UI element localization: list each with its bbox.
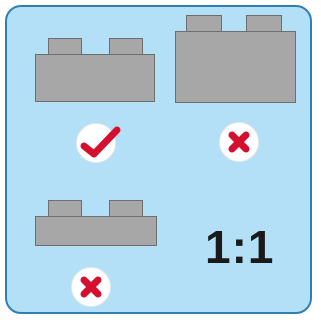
cross-icon [220, 123, 258, 161]
brick-body [175, 31, 296, 103]
check-icon [77, 124, 115, 162]
brick-body [35, 216, 157, 246]
cross-mark [222, 125, 256, 159]
check-mark [79, 126, 129, 164]
brick-body [35, 54, 155, 102]
cross-icon [72, 268, 110, 306]
cross-mark [74, 270, 108, 304]
ratio-label: 1:1 [205, 222, 274, 272]
